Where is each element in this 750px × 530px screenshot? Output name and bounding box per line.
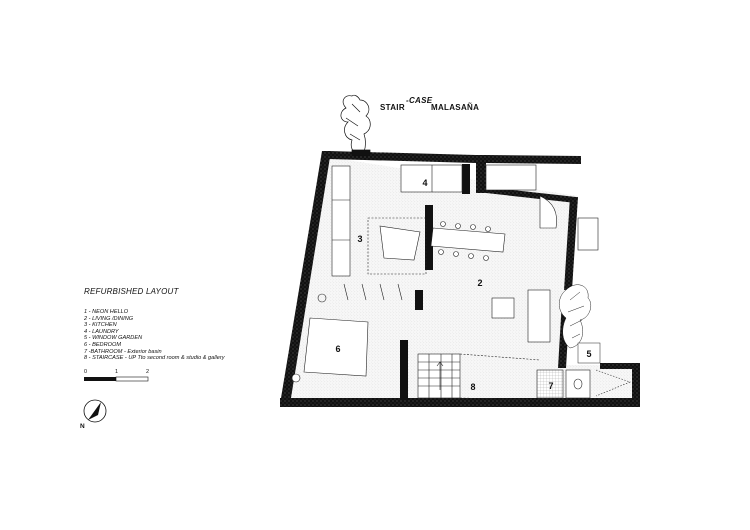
- scale-label-0: 0: [84, 369, 88, 375]
- laundry-fixtures: [400, 164, 537, 193]
- scale-label-1: 1: [115, 369, 119, 375]
- project-title-case: -CASE: [406, 96, 433, 105]
- scale-label-2: 2: [146, 369, 150, 375]
- north-label: N: [80, 423, 85, 430]
- legend-item: 2 - LIVING /DINING: [84, 315, 134, 322]
- legend-item: 7 -BATHROOM - Exterior basin: [84, 348, 162, 355]
- living-furniture: [491, 195, 599, 343]
- legend-item: 8 - STAIRCASE - UP Tto second room & stu…: [84, 355, 225, 362]
- room-label-bathroom: 7: [548, 381, 554, 391]
- bathroom-fixtures: [536, 369, 631, 399]
- room-label-living: 2: [477, 278, 483, 288]
- staircase-steps: [417, 353, 541, 401]
- legend-item: 3 - KITCHEN: [84, 322, 117, 329]
- kitchen-fixtures: [317, 165, 427, 303]
- room-label-bedroom: 6: [335, 344, 341, 354]
- project-title-stair: STAIR: [380, 103, 405, 112]
- legend-item: 5 - WINDOW GARDEN: [84, 335, 143, 342]
- dining-table: [430, 221, 506, 261]
- room-label-garden: 5: [586, 349, 592, 359]
- north-arrow-icon: [83, 399, 107, 423]
- bedroom-bed: [291, 317, 369, 383]
- project-title-malasana: MALASAÑA: [431, 103, 480, 112]
- room-label-laundry: 4: [422, 178, 428, 188]
- legend-item: 1 - NEON HELLO: [84, 309, 129, 315]
- room-label-staircase: 8: [470, 382, 476, 392]
- legend-item: 6 - BEDROOM: [84, 341, 121, 348]
- window-garden-plants: [559, 284, 601, 364]
- tree-sculpture: [340, 94, 371, 157]
- room-label-kitchen: 3: [357, 234, 363, 244]
- legend-heading: REFURBISHED LAYOUT: [84, 287, 179, 296]
- legend-list: 1 - NEON HELLO 2 - LIVING /DINING 3 - KI…: [84, 309, 225, 362]
- legend-item: 4 - LAUNDRY: [84, 328, 119, 335]
- scale-bar: [84, 376, 149, 382]
